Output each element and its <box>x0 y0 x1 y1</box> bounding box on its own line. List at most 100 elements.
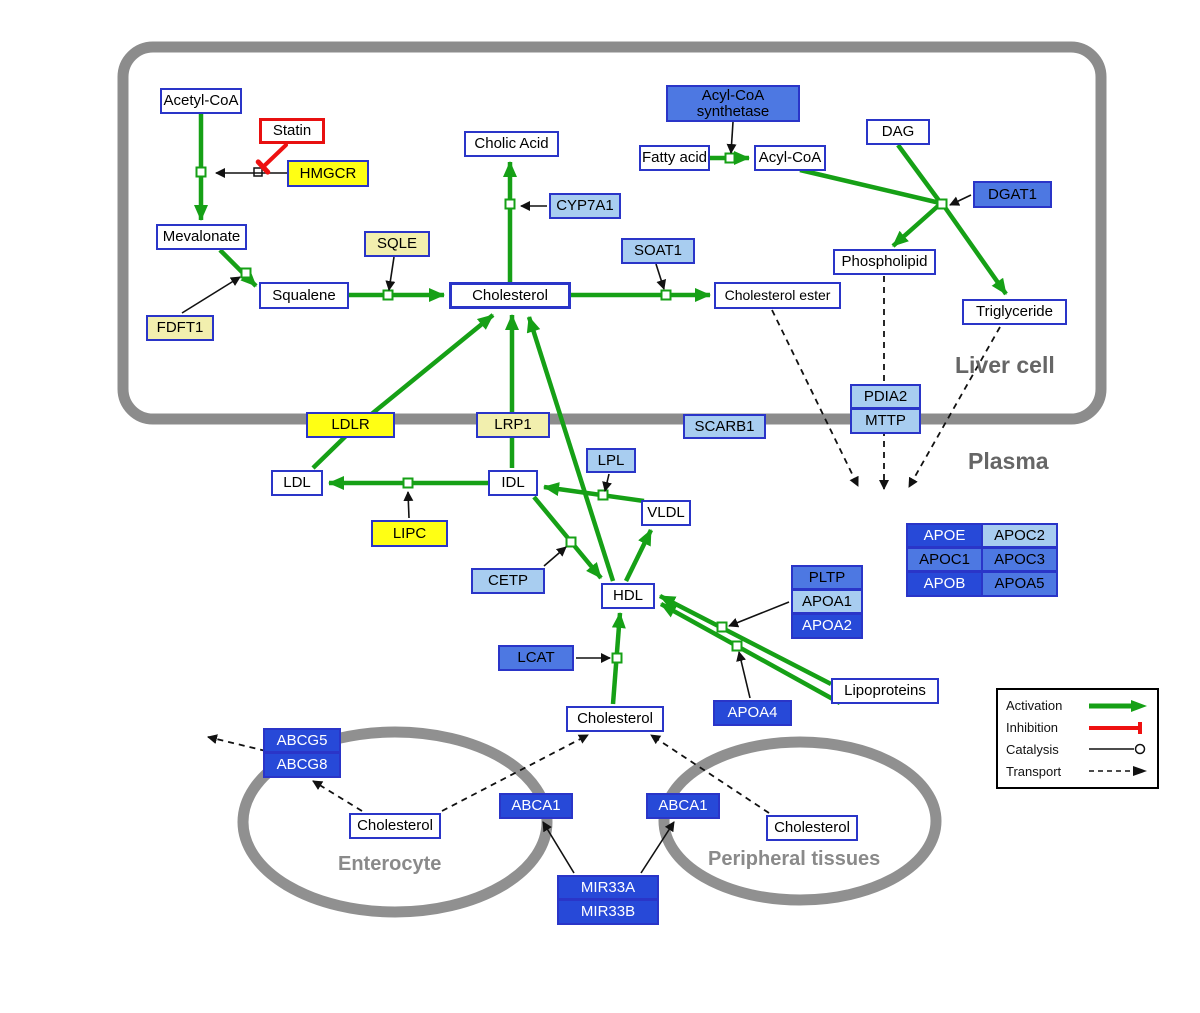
node-abcg8[interactable]: ABCG8 <box>263 752 341 778</box>
legend-activation-label: Activation <box>1006 698 1063 714</box>
node-ldl[interactable]: LDL <box>271 470 323 496</box>
node-ldlr[interactable]: LDLR <box>306 412 395 438</box>
activation-arrow-icon <box>1089 699 1147 712</box>
node-dag[interactable]: DAG <box>866 119 930 145</box>
node-cetp[interactable]: CETP <box>471 568 545 594</box>
node-sqle[interactable]: SQLE <box>364 231 430 257</box>
node-apob[interactable]: APOB <box>906 571 983 597</box>
node-cholesterol-plasma[interactable]: Cholesterol <box>566 706 664 732</box>
membranes <box>117 41 1107 918</box>
catalysis-port-square <box>253 167 263 177</box>
node-apoc1[interactable]: APOC1 <box>906 547 983 572</box>
legend-row-catalysis: Catalysis <box>1006 739 1149 761</box>
node-lrp1[interactable]: LRP1 <box>476 412 550 438</box>
node-vldl[interactable]: VLDL <box>641 500 691 526</box>
inhibition-tbar-icon <box>1089 721 1142 734</box>
node-squalene[interactable]: Squalene <box>259 282 349 309</box>
liver-cell-membrane <box>117 41 1107 425</box>
node-apoa4[interactable]: APOA4 <box>713 700 792 726</box>
node-fatty-acid[interactable]: Fatty acid <box>639 145 710 171</box>
node-cyp7a1[interactable]: CYP7A1 <box>549 193 621 219</box>
plasma-label: Plasma <box>968 448 1049 474</box>
node-cholic-acid[interactable]: Cholic Acid <box>464 131 559 157</box>
legend-catalysis-label: Catalysis <box>1006 741 1059 757</box>
peripheral-tissues-membrane <box>658 736 942 906</box>
legend-row-activation: Activation <box>1006 695 1149 717</box>
node-mir33b[interactable]: MIR33B <box>557 899 659 925</box>
edge-mir33-abca1-right <box>640 821 675 874</box>
node-mir33a[interactable]: MIR33A <box>557 875 659 900</box>
node-hmgcr[interactable]: HMGCR <box>287 160 369 187</box>
activation-edges <box>194 114 1008 705</box>
node-triglyceride[interactable]: Triglyceride <box>962 299 1067 325</box>
node-lipoproteins[interactable]: Lipoproteins <box>831 678 939 704</box>
legend-row-inhibition: Inhibition <box>1006 717 1149 739</box>
catalysis-circle-icon <box>1089 744 1146 755</box>
legend: Activation Inhibition Catalysis Transpor… <box>996 688 1159 789</box>
liver-cell-label: Liver cell <box>955 352 1055 378</box>
node-cholesterol-liver[interactable]: Cholesterol <box>449 282 571 309</box>
edge-apoa4-catalysis <box>736 651 751 699</box>
node-lipc[interactable]: LIPC <box>371 520 448 547</box>
node-pltp[interactable]: PLTP <box>791 565 863 590</box>
edge-junction-phospholipid <box>891 204 940 248</box>
node-hdl[interactable]: HDL <box>601 583 655 609</box>
edge-acylcoa-junction <box>799 167 941 206</box>
edge-mevalonate-squalene <box>218 248 258 288</box>
legend-transport-label: Transport <box>1006 763 1062 779</box>
edge-acylcoasynthetase-catalysis <box>726 121 737 154</box>
peripheral-tissues-label: Peripheral tissues <box>708 848 881 870</box>
node-phospholipid[interactable]: Phospholipid <box>833 249 936 275</box>
edge-vldl-idl <box>543 482 645 504</box>
node-idl[interactable]: IDL <box>488 470 538 496</box>
edge-junction-triglyceride <box>942 204 1008 296</box>
node-acetyl-coa[interactable]: Acetyl-CoA <box>160 88 242 114</box>
node-lcat[interactable]: LCAT <box>498 645 574 671</box>
edge-lpl-catalysis <box>602 473 612 492</box>
edge-soat1-catalysis <box>655 263 667 290</box>
node-cholesterol-enterocyte[interactable]: Cholesterol <box>349 813 441 839</box>
edge-triglyceride-secretion <box>908 326 1001 488</box>
node-apoa2[interactable]: APOA2 <box>791 613 863 639</box>
transport-edges <box>207 276 1001 814</box>
transport-dashed-arrow-icon <box>1089 766 1147 777</box>
node-apoa1[interactable]: APOA1 <box>791 589 863 614</box>
edge-dgat1-catalysis <box>949 194 972 206</box>
edge-sqle-catalysis <box>385 256 396 291</box>
node-scarb1[interactable]: SCARB1 <box>683 414 766 439</box>
node-abca1-peripheral[interactable]: ABCA1 <box>646 793 720 819</box>
node-fdft1[interactable]: FDFT1 <box>146 315 214 341</box>
node-cholesterol-peripheral[interactable]: Cholesterol <box>766 815 858 841</box>
node-dgat1[interactable]: DGAT1 <box>973 181 1052 208</box>
node-lpl[interactable]: LPL <box>586 448 636 473</box>
node-acyl-coa-synthetase[interactable]: Acyl-CoA synthetase <box>666 85 800 122</box>
node-apoa5[interactable]: APOA5 <box>981 571 1058 597</box>
node-soat1[interactable]: SOAT1 <box>621 238 695 264</box>
node-cholesterol-ester[interactable]: Cholesterol ester <box>714 282 841 309</box>
edge-lipoproteins-hdl-lower <box>659 602 842 705</box>
node-statin[interactable]: Statin <box>259 118 325 144</box>
edge-fdft1-catalysis <box>181 276 241 314</box>
node-apoe[interactable]: APOE <box>906 523 983 548</box>
node-apoc2[interactable]: APOC2 <box>981 523 1058 548</box>
node-abcg5[interactable]: ABCG5 <box>263 728 341 753</box>
node-acyl-coa[interactable]: Acyl-CoA <box>754 145 826 171</box>
catalysis-edges <box>181 121 972 874</box>
legend-row-transport: Transport <box>1006 760 1149 782</box>
node-abca1-enterocyte[interactable]: ABCA1 <box>499 793 573 819</box>
legend-inhibition-label: Inhibition <box>1006 720 1059 736</box>
edge-lipc-catalysis <box>403 491 414 519</box>
edge-cholesterolester-secretion <box>771 309 859 487</box>
enterocyte-label: Enterocyte <box>338 853 442 875</box>
edge-ldl-cholesterol <box>311 313 495 470</box>
edge-hdl-vldl <box>623 529 654 582</box>
edge-peripheral-cholesterol-export <box>650 734 770 814</box>
node-mttp[interactable]: MTTP <box>850 408 921 434</box>
edge-enterocyte-cholesterol-export <box>441 734 589 812</box>
edge-lipoproteins-hdl-upper <box>658 593 833 687</box>
inhibition-edge-statin <box>255 143 288 175</box>
node-pdia2[interactable]: PDIA2 <box>850 384 921 409</box>
node-apoc3[interactable]: APOC3 <box>981 547 1058 572</box>
node-mevalonate[interactable]: Mevalonate <box>156 224 247 250</box>
